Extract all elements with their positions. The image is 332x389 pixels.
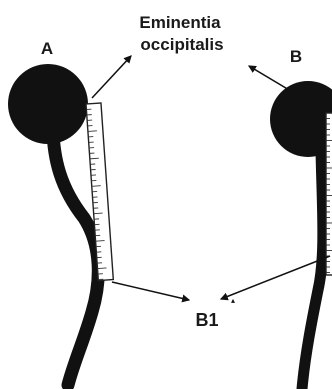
ruler-a-tick	[98, 268, 107, 269]
figure-a-head	[8, 64, 88, 144]
arrow-to-title-left	[92, 56, 131, 98]
ruler-a-tick	[96, 241, 105, 242]
figure-b-head	[270, 81, 332, 157]
title-line-2: occipitalis	[140, 35, 223, 54]
figure-b	[270, 81, 332, 389]
ruler-a-tick	[90, 158, 99, 159]
arrow-to-b1-left	[112, 282, 189, 300]
ruler-b	[326, 113, 332, 275]
b1-label: B1	[195, 310, 218, 330]
ruler-a	[86, 103, 113, 281]
ruler-a-tick	[88, 131, 97, 132]
figure-a-label: A	[41, 39, 53, 58]
title-line-1: Eminentia	[139, 13, 221, 32]
ruler-a-tick	[92, 186, 101, 187]
figure-b-label: B	[290, 47, 302, 66]
ruler-a-tick	[94, 213, 103, 214]
figure-b-stem	[302, 150, 323, 389]
figure-a	[8, 64, 98, 385]
ruler-a-body	[86, 103, 113, 281]
b1-tick-mark: ▴	[231, 296, 235, 305]
